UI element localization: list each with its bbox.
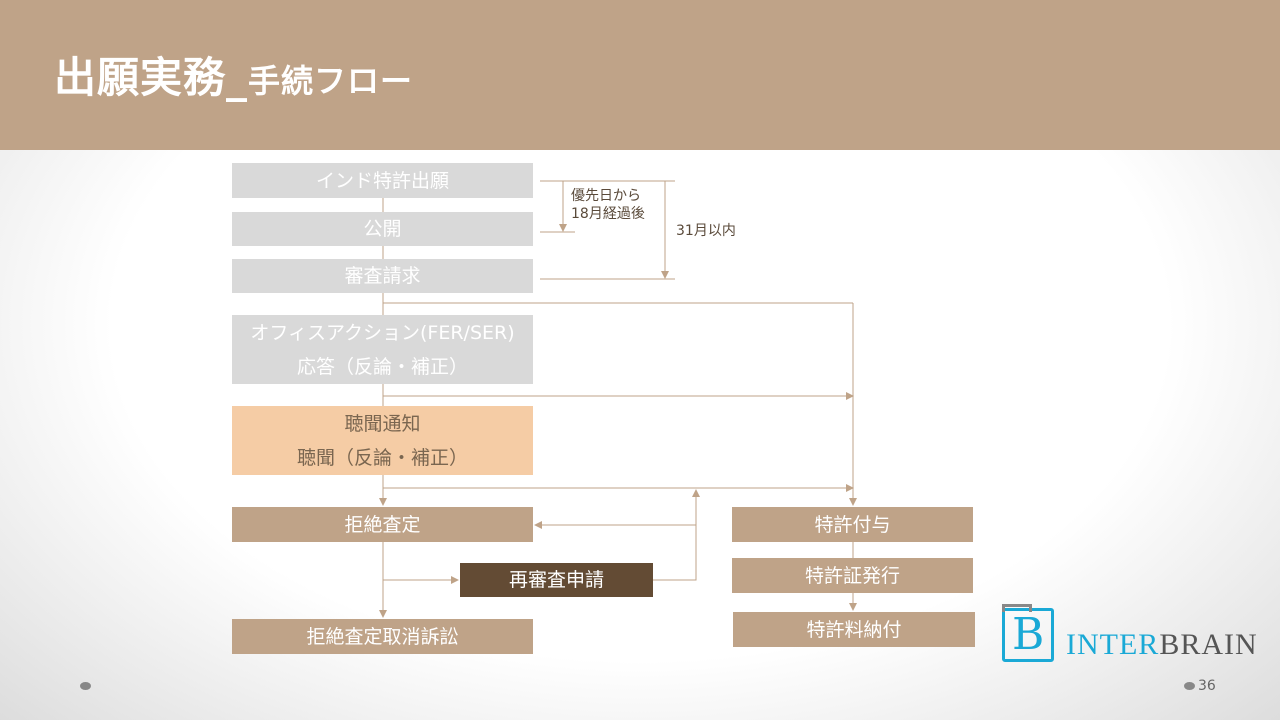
step-grant-label: 特許付与 [814,513,891,536]
page-number: 36 [1198,678,1216,694]
logo-frame-icon [1002,608,1054,662]
note-pub-line1: 優先日から [571,188,641,204]
note-exam-deadline: 31月以内 [676,223,736,239]
step-publication: 公開 [232,212,533,246]
step-filing-label: インド特許出願 [315,169,449,192]
oa-line2: 応答（反論・補正） [296,355,468,378]
step-fee-label: 特許料納付 [806,618,902,641]
step-grant: 特許付与 [732,507,973,542]
title-sub: 手続フロー [248,62,414,100]
step-publication-label: 公開 [363,218,402,240]
step-hearing: 聴聞通知聴聞（反論・補正） [232,406,533,475]
note-publication: 優先日から 18月経過後 [571,187,645,223]
header-bar [0,0,1280,150]
hearing-line1: 聴聞通知 [344,412,421,435]
step-fee: 特許料納付 [733,612,975,647]
step-office-action: オフィスアクション(FER/SER) 応答（反論・補正） [232,315,533,384]
step-appeal: 拒絶査定取消訴訟 [232,619,533,654]
logo-letter: B [1012,609,1045,660]
logo-text-brain: BRAIN [1159,628,1258,661]
step-certificate-label: 特許証発行 [804,564,900,587]
note-pub-line2: 18月経過後 [571,206,645,222]
step-reexam: 再審査申請 [460,563,653,597]
step-filing: インド特許出願 [232,163,533,198]
page-title: 出願実務_手続フロー [54,44,413,105]
step-rejection: 拒絶査定 [232,507,533,542]
step-certificate: 特許証発行 [732,558,973,593]
interbrain-logo: B INTERBRAIN [1002,604,1264,664]
step-exam-request: 審査請求 [232,259,533,293]
logo-top-icon [1002,604,1032,612]
step-reexam-label: 再審査申請 [508,569,604,591]
step-exam-request-label: 審査請求 [344,265,421,287]
oa-line1: オフィスアクション(FER/SER) [250,321,515,344]
footer-dot-left [80,682,91,690]
hearing-line2: 聴聞（反論・補正） [296,446,468,469]
step-appeal-label: 拒絶査定取消訴訟 [306,625,459,648]
step-rejection-label: 拒絶査定 [344,513,421,536]
footer-dot-right [1184,682,1195,690]
title-main: 出願実務_ [54,53,249,102]
logo-text-inter: INTER [1066,628,1160,661]
